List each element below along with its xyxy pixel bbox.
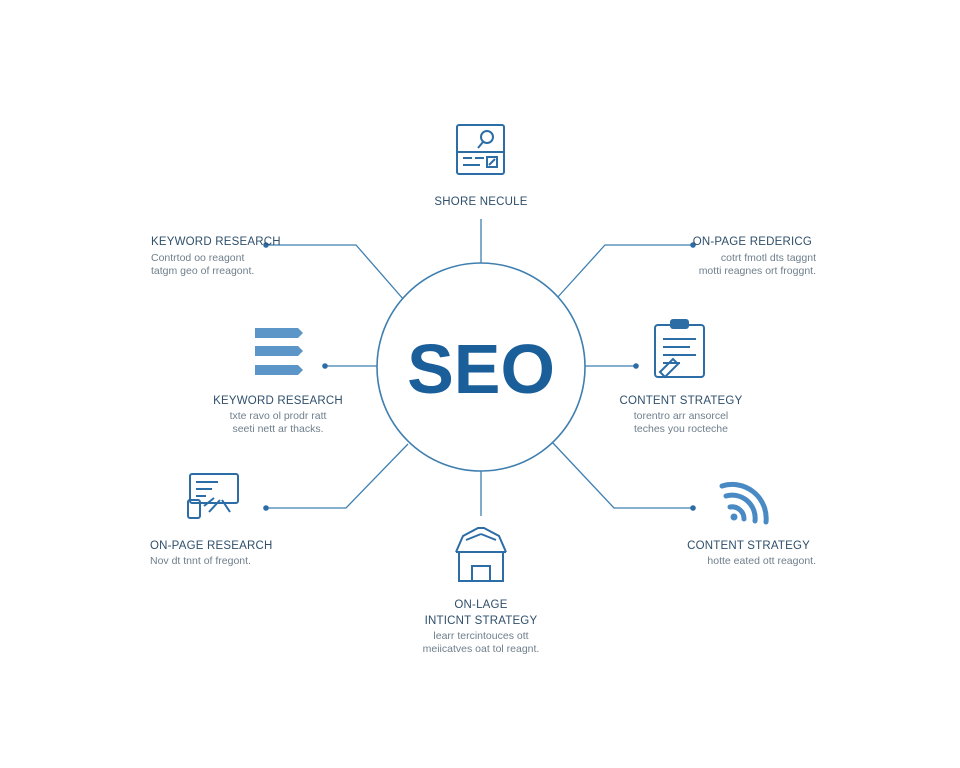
connector-upper-right (556, 244, 693, 299)
node-upper-left-title: KEYWORD RESEARCH (151, 236, 281, 248)
node-lower-right-title: CONTENT STRATEGY (687, 540, 810, 552)
monitor-chart-icon (187, 473, 239, 519)
seo-hub-circle (376, 262, 586, 472)
signal-icon (719, 481, 769, 525)
connector-lower-left (266, 443, 409, 509)
connector-upper-left (266, 244, 405, 301)
node-mid-right-line2: teches you rocteche (634, 423, 728, 435)
browser-search-icon (456, 124, 505, 175)
node-lower-left-line1: Nov dt tnnt of fregont. (150, 555, 251, 567)
node-upper-left-line2: tatgm geo of rreagont. (151, 265, 255, 277)
node-upper-right-line2: motti reagnes ort froggnt. (698, 265, 816, 277)
node-upper-left-line1: Contrtod oo reagont (151, 252, 245, 264)
node-top-title: SHORE NECULE (434, 196, 528, 208)
stacked-bars-icon (255, 328, 303, 375)
connector-lines (266, 219, 693, 516)
node-mid-left-title: KEYWORD RESEARCH (213, 395, 343, 407)
node-bottom-line2: meiicatves oat tol reagnt. (422, 643, 540, 655)
node-bottom-line1: learr tercintouces ott (433, 630, 529, 642)
connector-dots (263, 242, 696, 511)
dot-lower-right (690, 505, 696, 511)
node-mid-left-line2: seeti nett ar thacks. (232, 423, 324, 435)
node-bottom-title2: INTICNT STRATEGY (424, 615, 538, 627)
dot-upper-right (690, 242, 696, 248)
clipboard-icon (654, 319, 705, 379)
node-lower-right-line1: hotte eated ott reagont. (707, 555, 816, 567)
node-bottom-title: ON-LAGE (454, 599, 508, 611)
dot-mid-right (633, 363, 639, 369)
node-upper-right-line1: cotrt fmotl dts taggnt (720, 252, 816, 264)
connector-lower-right (551, 441, 693, 509)
dot-mid-left (322, 363, 328, 369)
hub-label: SEO (407, 330, 555, 408)
dot-lower-left (263, 505, 269, 511)
node-upper-right-title: ON-PAGE REDERICG (692, 236, 812, 248)
node-mid-right-line1: torentro arr ansorcel (633, 410, 729, 422)
house-icon (455, 527, 507, 582)
node-mid-left-line1: txte ravo ol prodr ratt (229, 410, 327, 422)
node-lower-left-title: ON-PAGE RESEARCH (150, 540, 273, 552)
node-mid-right-title: CONTENT STRATEGY (619, 395, 743, 407)
dot-upper-left (263, 242, 269, 248)
